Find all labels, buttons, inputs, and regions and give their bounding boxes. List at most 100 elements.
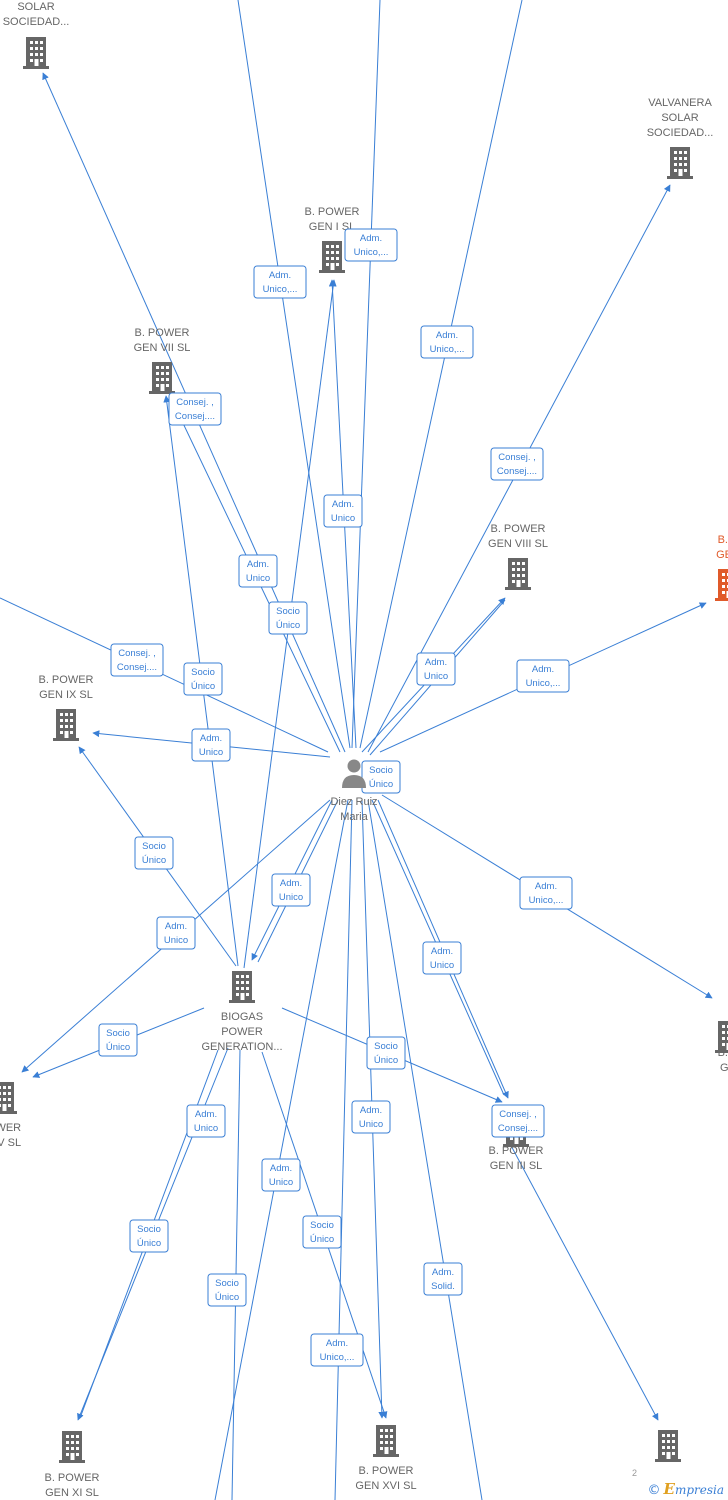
company-name-line: GEN VIII SL (488, 538, 548, 550)
edge-label-box (253, 265, 307, 299)
company-node-gen9[interactable]: B. POWER GEN IX SL (38, 674, 94, 741)
company-name-line: B. P (718, 534, 728, 546)
company-node-valvanera[interactable]: VALVANERASOLARSOCIEDAD... (647, 97, 714, 179)
edge-label-l1[interactable]: Adm.Unico,... (253, 265, 307, 299)
company-name-line: B. P (718, 1047, 728, 1059)
building-icon (715, 569, 728, 601)
company-name-line: GE (720, 1062, 728, 1074)
company-name-line: GEN IX SL (39, 689, 93, 701)
edge-label-box (98, 1023, 138, 1057)
edge-label-box (323, 494, 363, 528)
edge-label-l19[interactable]: Adm.Unico (422, 941, 462, 975)
edge-label-box (416, 652, 456, 686)
edge-label-box (491, 1104, 545, 1138)
edge-label-text: Unico,... (320, 1352, 355, 1363)
edge-label-box (310, 1333, 364, 1367)
company-name-line: SOCIEDAD... (3, 16, 70, 28)
edge-label-text: Socio (374, 1041, 398, 1052)
edge-label-text: Adm. (165, 921, 187, 932)
edge-label-text: Único (374, 1055, 398, 1066)
edge-label-l29[interactable]: Adm.Solid. (423, 1262, 463, 1296)
edge-label-text: Único (276, 620, 300, 631)
edge-label-l18[interactable]: Adm.Unico,... (519, 876, 573, 910)
edge-label-l11[interactable]: Adm.Unico (416, 652, 456, 686)
building-icon (23, 37, 49, 69)
edge-label-text: Unico,... (354, 247, 389, 258)
person-icon (342, 759, 366, 788)
edge-label-l4[interactable]: Consej. ,Consej.... (168, 392, 222, 426)
edge-label-text: Unico (194, 1123, 218, 1134)
edge-label-l22[interactable]: Consej. ,Consej.... (491, 1104, 545, 1138)
company-node-solar_top[interactable]: SOLAR SOCIEDAD... (3, 1, 70, 69)
edge-label-text: Unico,... (526, 678, 561, 689)
edge-label-text: Adm. (247, 559, 269, 570)
edge-label-text: Adm. (360, 1105, 382, 1116)
edge-label-l5[interactable]: Consej. ,Consej.... (490, 447, 544, 481)
edge-label-l23[interactable]: Adm.Unico (186, 1104, 226, 1138)
edge-label-text: Unico (359, 1119, 383, 1130)
edge-label-l6[interactable]: Adm.Unico (323, 494, 363, 528)
edge-label-box (191, 728, 231, 762)
edge-label-text: Adm. (269, 270, 291, 281)
company-node-gen14[interactable]: OWERXIV SL (0, 1082, 21, 1149)
company-node-right_mid[interactable]: B. P GE (715, 1021, 728, 1074)
edge (359, 0, 523, 749)
edge-label-l16[interactable]: Adm.Unico (271, 873, 311, 907)
edge-label-box (183, 662, 223, 696)
edge-label-l13[interactable]: Adm.Unico (191, 728, 231, 762)
company-node-biogas[interactable]: BIOGASPOWERGENERATION... (201, 971, 283, 1053)
edge-label-text: Socio (369, 765, 393, 776)
edge-label-text: Socio (142, 841, 166, 852)
company-node-gen8[interactable]: B. POWER GEN VIII SL (488, 523, 548, 590)
company-name-line: VALVANERA (648, 97, 712, 109)
edge-label-text: Adm. (532, 664, 554, 675)
edge-label-text: Unico (331, 513, 355, 524)
edge-label-l9[interactable]: Consej. ,Consej.... (110, 643, 164, 677)
edge-label-l12[interactable]: Adm. Unico,... (516, 659, 570, 693)
company-name-line: SOLAR (17, 1, 54, 13)
center-person[interactable]: Diez Ruiz Maria (330, 759, 378, 824)
company-name-line: SOCIEDAD... (647, 127, 714, 139)
edge-label-text: Consej. , (176, 397, 214, 408)
edge-label-text: Unico (279, 892, 303, 903)
company-node-bottom_right[interactable] (655, 1430, 681, 1462)
edge-label-text: Adm. (436, 330, 458, 341)
edge-label-box (156, 916, 196, 950)
edge-label-text: Único (369, 779, 393, 790)
edge-label-text: Único (310, 1234, 334, 1245)
company-node-right_red[interactable]: B. PGEN (715, 534, 728, 601)
edge-label-text: Adm. (326, 1338, 348, 1349)
company-name-line: B. POWER (38, 674, 93, 686)
edge-label-l3[interactable]: Adm.Unico,... (420, 325, 474, 359)
brand-footer[interactable]: ©Empresia (648, 1480, 725, 1498)
edge-label-l25[interactable]: Adm.Unico (261, 1158, 301, 1192)
company-name-line: B. POWER (304, 206, 359, 218)
building-icon (373, 1425, 399, 1457)
edge-label-box (361, 760, 401, 794)
edge-label-l7[interactable]: Adm.Unico (238, 554, 278, 588)
person-name-line1: Diez Ruiz (330, 796, 377, 808)
edge-label-box (490, 447, 544, 481)
edge-label-l17[interactable]: Adm.Unico (156, 916, 196, 950)
edge-label-text: Único (137, 1238, 161, 1249)
edge-label-l2[interactable]: Adm.Unico,... (344, 228, 398, 262)
company-name-line: B. POWER (490, 523, 545, 535)
edge-label-l30[interactable]: Adm. Unico,... (310, 1333, 364, 1367)
edge (237, 0, 351, 749)
edge-label-l24[interactable]: Adm. Unico (351, 1100, 391, 1134)
building-icon (53, 709, 79, 741)
